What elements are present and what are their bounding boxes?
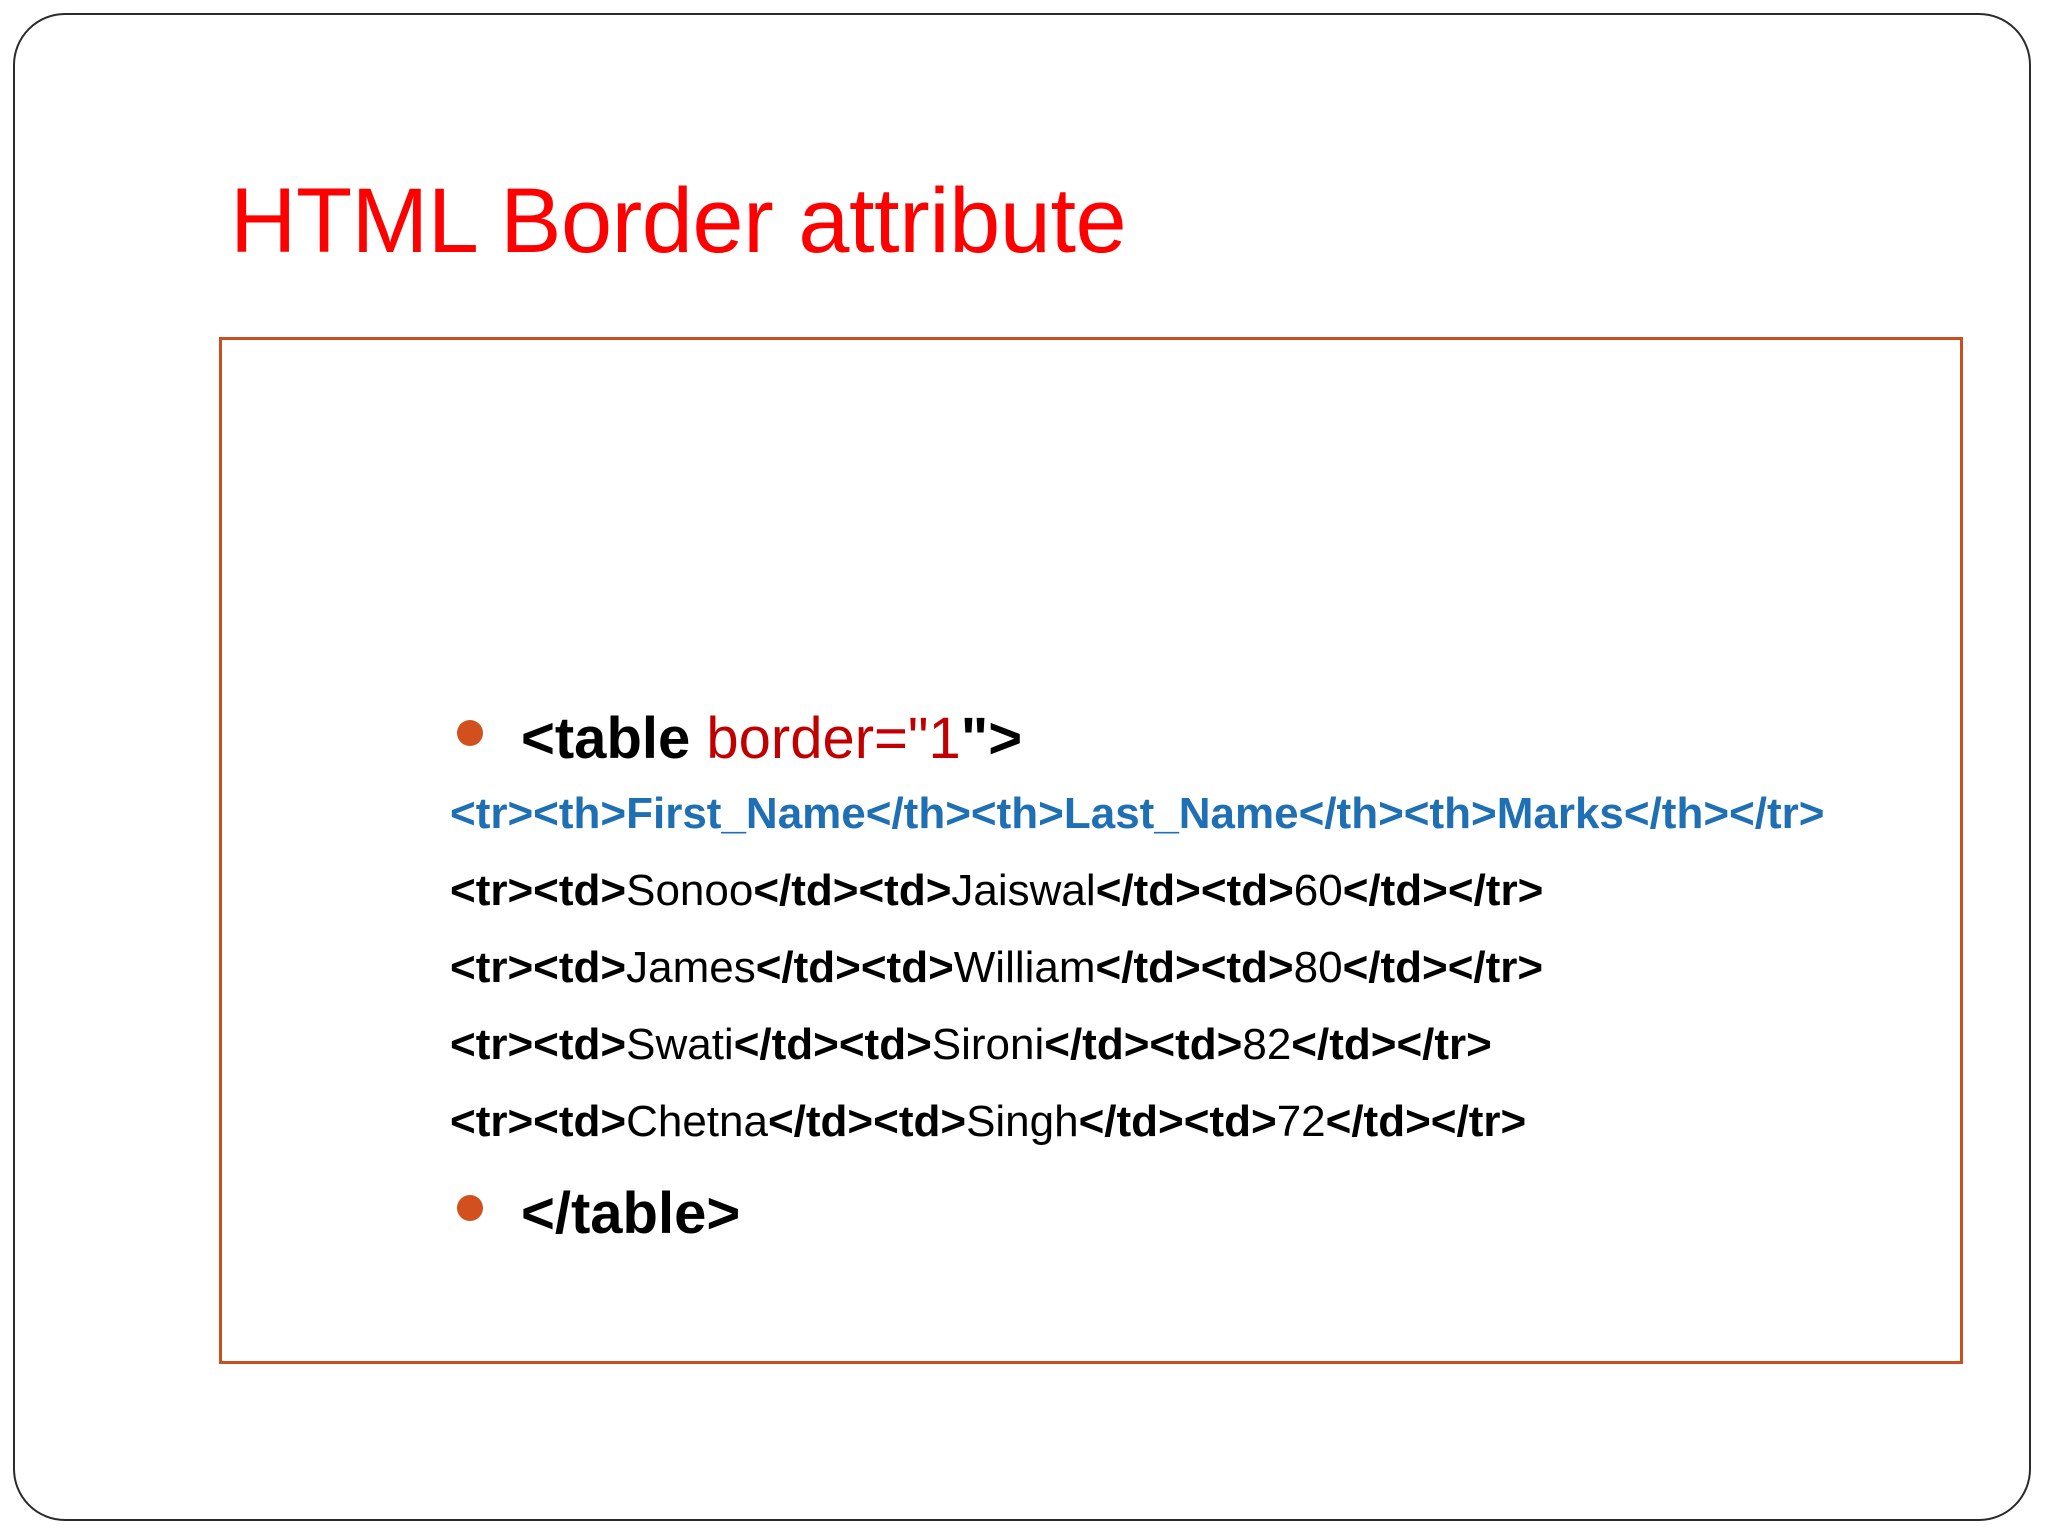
- cell-last-name: Sironi: [931, 1020, 1045, 1069]
- slide-frame: HTML Border attribute <table border="1">…: [13, 13, 2031, 1521]
- td-open-tag: <td>: [1149, 1020, 1243, 1069]
- td-close-tag: </td>: [753, 866, 859, 915]
- cell-marks: 60: [1293, 866, 1343, 915]
- td-open-tag: <td>: [533, 1020, 627, 1069]
- bullet-open-table-text: <table border="1">: [521, 710, 1022, 768]
- th-close-tag-1: </th>: [865, 789, 971, 838]
- td-open-tag: <td>: [533, 943, 627, 992]
- cell-first-name: James: [626, 943, 756, 992]
- tr-open-tag: <tr>: [450, 866, 534, 915]
- td-open-tag: <td>: [1200, 866, 1294, 915]
- td-close-tag: </td>: [1342, 866, 1448, 915]
- bullet-item-close-table: </table>: [457, 1185, 740, 1243]
- code-line-data-row: <tr><td>James</td><td>William</td><td>80…: [450, 946, 1543, 990]
- cell-marks: 72: [1276, 1097, 1326, 1146]
- th-close-tag-2: </th>: [1298, 789, 1404, 838]
- td-close-tag: </td>: [1342, 943, 1448, 992]
- th-open-tag-2: <th>: [970, 789, 1064, 838]
- cell-marks: 82: [1242, 1020, 1292, 1069]
- td-open-tag: <td>: [873, 1097, 967, 1146]
- bullet-close-table-text: </table>: [521, 1181, 741, 1246]
- tr-open-tag: <tr>: [450, 943, 534, 992]
- code-line-data-row: <tr><td>Swati</td><td>Sironi</td><td>82<…: [450, 1023, 1492, 1067]
- td-open-tag: <td>: [1183, 1097, 1277, 1146]
- code-line-data-row: <tr><td>Chetna</td><td>Singh</td><td>72<…: [450, 1100, 1526, 1144]
- cell-last-name: Singh: [966, 1097, 1079, 1146]
- td-open-tag: <td>: [860, 943, 954, 992]
- tr-close-tag: </tr>: [1729, 789, 1825, 838]
- cell-first-name: Sonoo: [626, 866, 754, 915]
- code-line-data-row: <tr><td>Sonoo</td><td>Jaiswal</td><td>60…: [450, 869, 1543, 913]
- table-open-tag-close: ">: [960, 706, 1023, 771]
- td-open-tag: <td>: [533, 866, 627, 915]
- cell-last-name: William: [953, 943, 1096, 992]
- th-close-tag-3: </th>: [1623, 789, 1730, 838]
- tr-open-tag: <tr>: [450, 1020, 534, 1069]
- cell-last-name: Jaiswal: [951, 866, 1096, 915]
- td-open-tag: <td>: [858, 866, 952, 915]
- cell-first-name: Swati: [626, 1020, 734, 1069]
- column-header-marks: Marks: [1496, 789, 1624, 838]
- table-open-tag: <table: [521, 706, 691, 771]
- tr-close-tag: </tr>: [1396, 1020, 1492, 1069]
- td-close-tag: </td>: [1291, 1020, 1397, 1069]
- td-close-tag: </td>: [767, 1097, 874, 1146]
- td-close-tag: </td>: [1078, 1097, 1184, 1146]
- td-open-tag: <td>: [838, 1020, 932, 1069]
- content-box: <table border="1"> <tr><th>First_Name</t…: [219, 337, 1963, 1364]
- tr-close-tag: </tr>: [1430, 1097, 1527, 1146]
- td-open-tag: <td>: [1200, 943, 1294, 992]
- td-close-tag: </td>: [1095, 943, 1201, 992]
- tr-close-tag: </tr>: [1447, 943, 1544, 992]
- cell-first-name: Chetna: [626, 1097, 768, 1146]
- td-close-tag: </td>: [755, 943, 861, 992]
- column-header-first-name: First_Name: [626, 789, 866, 838]
- tr-open-tag: <tr>: [450, 1097, 534, 1146]
- td-close-tag: </td>: [1095, 866, 1201, 915]
- th-open-tag-1: <th>: [533, 789, 627, 838]
- bullet-item-open-table: <table border="1">: [457, 710, 1022, 768]
- code-line-header-row: <tr><th>First_Name</th><th>Last_Name</th…: [450, 792, 1824, 836]
- bullet-dot-icon: [457, 720, 483, 746]
- cell-marks: 80: [1293, 943, 1343, 992]
- tr-close-tag: </tr>: [1447, 866, 1544, 915]
- th-open-tag-3: <th>: [1403, 789, 1497, 838]
- td-close-tag: </td>: [733, 1020, 839, 1069]
- td-close-tag: </td>: [1325, 1097, 1431, 1146]
- table-border-attribute: border="1: [690, 706, 961, 771]
- tr-open-tag: <tr>: [450, 789, 534, 838]
- column-header-last-name: Last_Name: [1063, 789, 1299, 838]
- td-open-tag: <td>: [533, 1097, 627, 1146]
- page-title: HTML Border attribute: [230, 170, 1127, 272]
- td-close-tag: </td>: [1044, 1020, 1150, 1069]
- bullet-dot-icon: [457, 1195, 483, 1221]
